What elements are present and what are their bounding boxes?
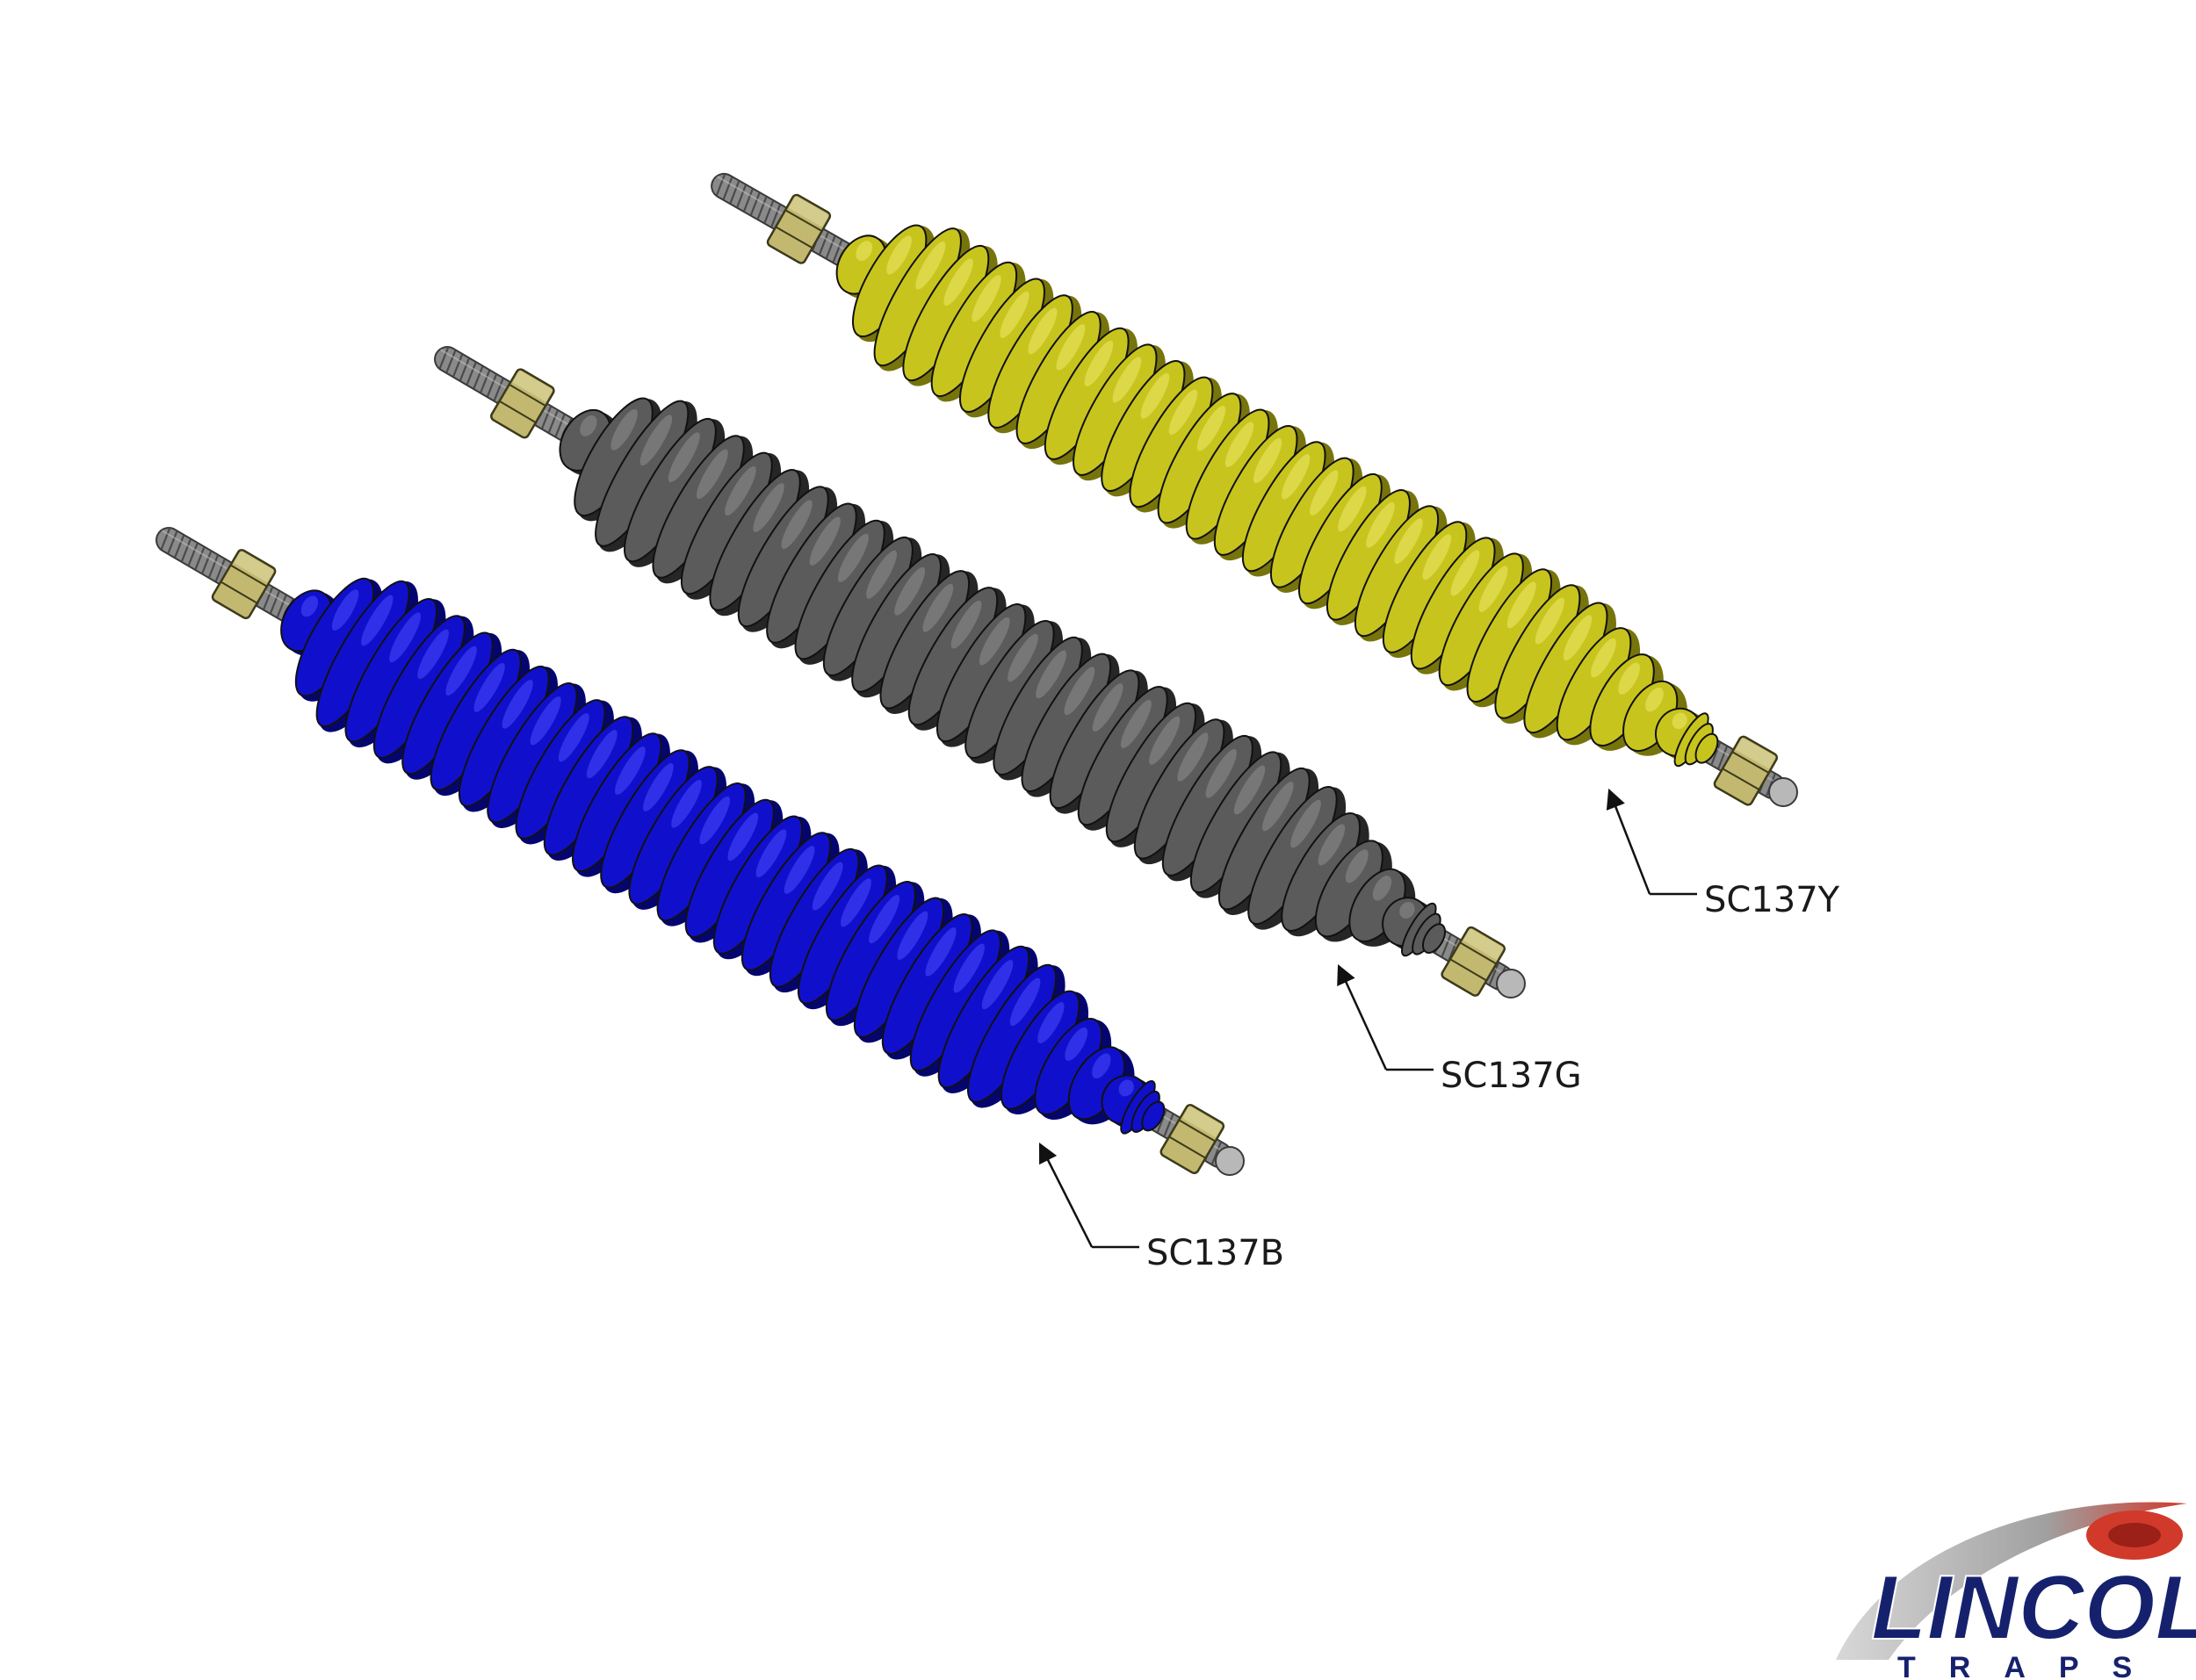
part-label-sc137y: SC137Y [1704, 880, 1840, 920]
bellows-boot-yellow [835, 224, 1719, 768]
hex-nut-left [490, 368, 555, 439]
leader-line-sc137y [1606, 788, 1651, 895]
part-label-sc137b: SC137B [1146, 1233, 1284, 1273]
hex-nut-right [1713, 735, 1779, 806]
hex-nut-left [766, 193, 832, 264]
hex-nut-right [1159, 1103, 1225, 1175]
hex-nut-left [211, 549, 277, 620]
assembly-sc137y: SC137Y [711, 172, 1840, 920]
leader-line-sc137b [1038, 1142, 1094, 1248]
bellows-boot-blue [280, 577, 1166, 1135]
part-label-sc137g: SC137G [1441, 1056, 1582, 1096]
rod-end [1496, 969, 1526, 999]
leader-line-sc137g [1337, 963, 1388, 1071]
rod-end [1768, 777, 1798, 807]
bellows-boot-gray [559, 397, 1447, 957]
logo-wordmark: LINCOLN [1871, 1557, 2196, 1659]
hex-nut-right [1441, 926, 1506, 997]
rod-end [1215, 1146, 1245, 1176]
assembly-sc137b: SC137B [155, 527, 1284, 1273]
logo-swoosh [1836, 1502, 2187, 1660]
logo-target-ring [2108, 1523, 2161, 1547]
logo-subtitle: TRAPS [1897, 1651, 2165, 1680]
assembly-sc137g: SC137G [434, 346, 1582, 1096]
lincoln-traps-logo: LINCOLN TRAPS [1836, 1502, 2196, 1680]
